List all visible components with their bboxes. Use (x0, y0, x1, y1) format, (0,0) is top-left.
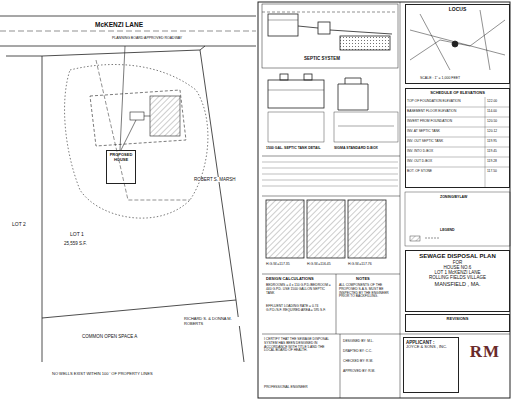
drawing-label: 120.12 (487, 130, 497, 134)
drawing-label: SEPTIC SYSTEM (304, 56, 340, 61)
drawing-label: INVERT FROM FOUNDATION (407, 120, 452, 124)
box-heading: RM (464, 342, 506, 362)
drawing-label: DRAFTED BY: C.C. (343, 350, 372, 354)
box-text: HOUSE NO.6 (408, 265, 507, 270)
drawing-label: BEDROOMS = 4 x 110 G.P.D./BEDROOM = 440 … (266, 284, 332, 295)
drawing-label: SIGMA STANDARD D-BOX (334, 146, 378, 150)
drawing-label: LEGEND (440, 228, 455, 232)
drawing-label: TOP OF FOUNDATION ELEVATION (407, 100, 461, 104)
drawing-box: SEWAGE DISPOSAL PLANFORHOUSE NO.6LOT 1 M… (405, 250, 510, 312)
drawing-label: INV. AT SEPTIC TANK (407, 130, 440, 134)
drawing-label: NOTES (356, 277, 370, 282)
drawing-label: SCALE : 1" = 1,000 FEET (420, 76, 460, 80)
drawing-label: PLANNING BOARD APPROVED ROADWAY (112, 36, 182, 40)
box-text: MANSFIELD , MA. (408, 281, 507, 287)
box-heading: REVISIONS (408, 317, 507, 322)
drawing-label: LOT 1 (70, 232, 84, 238)
locus-map: LOCUS (405, 4, 510, 84)
logo-box: RM (462, 340, 508, 380)
drawing-label: DESIGNED BY: M.L. (343, 340, 374, 344)
drawing-label: CHECKED BY: R.M. (343, 360, 373, 364)
drawing-label: McKENZI LANE (95, 21, 143, 28)
drawing-label: RICHARD S. & DONNA M. ROBERTS (184, 317, 240, 326)
box-text: JOYCE & SONS , INC. (406, 345, 456, 350)
box-heading: SCHEDULE OF ELEVATIONS (408, 91, 507, 96)
box-text: FOR (408, 260, 507, 265)
drawing-label: COMMON OPEN SPACE A (82, 334, 137, 339)
box-text: LOT 1 McKENZI LANE (408, 270, 507, 275)
drawing-label: 119.95 (487, 140, 497, 144)
drawing-label: 119.45 (487, 150, 497, 154)
drawing-label: ZONING/BYLAW (440, 195, 467, 199)
drawing-label: H.G.W.=117.76 (348, 262, 372, 266)
drawing-label: 122.00 (487, 100, 497, 104)
drawing-label: INV. OUT D-BOX (407, 160, 432, 164)
drawing-label: 120.50 (487, 120, 497, 124)
drawing-label: ROBERT S. MARSH (194, 177, 236, 182)
box-heading: SEWAGE DISPOSAL PLAN (408, 253, 507, 260)
drawing-label: H.G.W.=116.45 (307, 262, 331, 266)
box-heading: PROPOSED HOUSE (109, 153, 133, 162)
drawing-label: 1500 GAL. SEPTIC TANK DETAIL (266, 146, 321, 150)
drawing-label: ALL COMPONENTS OF THE PROPOSED S.A.S. MU… (339, 284, 397, 299)
drawing-label: PROFESSIONAL ENGINEER (264, 386, 308, 390)
drawing-label: 117.50 (487, 170, 497, 174)
drawing-label: EFFLUENT LOADING RATE = 0.74 G.P.D./S.F.… (266, 305, 332, 313)
drawing-label: NO WELLS EXIST WITHIN 100 ' OF PROPERTY … (52, 372, 153, 377)
drawing-box: APPLICANT :JOYCE & SONS , INC. (403, 337, 459, 393)
drawing-label: APPROVED BY: R.M. (343, 370, 375, 374)
drawing-label: INV. OUT SEPTIC TANK (407, 140, 443, 144)
drawing-label: LOT 2 (12, 222, 26, 228)
box-heading: LOCUS (408, 7, 507, 13)
drawing-label: BASEMENT FLOOR ELEVATION (407, 110, 456, 114)
box-text: ROLLING FIELDS VILLAGE (408, 275, 507, 280)
drawing-label: H.G.W.=117.35 (266, 262, 290, 266)
drawing-label: DESIGN CALCULATIONS (266, 277, 314, 282)
drawing-label: 25,559 S.F. (64, 241, 87, 246)
drawing-label: INV. INTO D-BOX (407, 150, 433, 154)
drawing-box: REVISIONS (405, 314, 510, 332)
drawing-label: I CERTIFY THAT THE SEWAGE DISPOSAL SYSTE… (264, 338, 336, 353)
drawing-box: PROPOSED HOUSE (106, 150, 136, 184)
drawing-label: BOT. OF STONE (407, 170, 432, 174)
drawing-label: 119.28 (487, 160, 497, 164)
drawing-label: 114.00 (487, 110, 497, 114)
